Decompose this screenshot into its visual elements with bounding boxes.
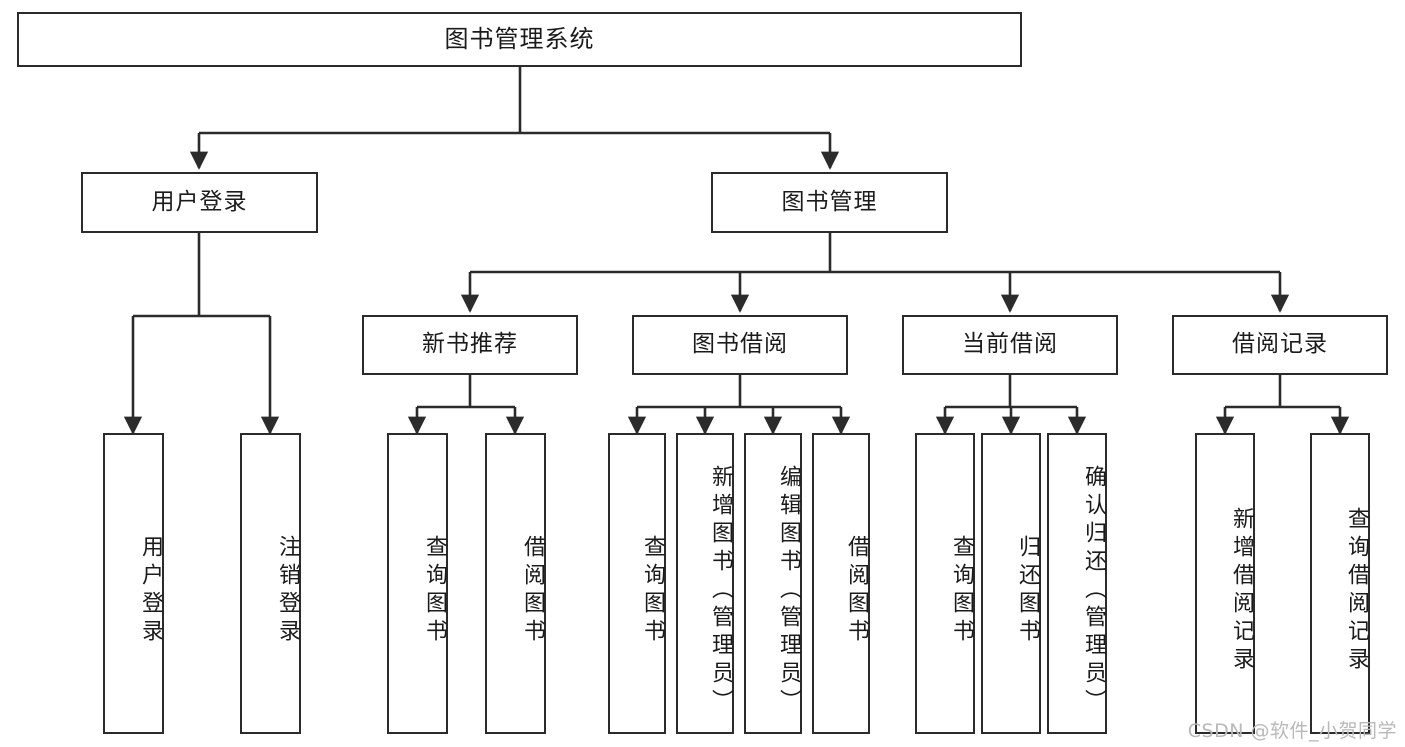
node-label: 注销登录 xyxy=(275,534,300,647)
node-label: 查询图书 xyxy=(640,534,665,647)
node-current-borrow[interactable]: 当前借阅 xyxy=(902,315,1118,375)
leaf-borrow-add-book-admin[interactable]: 新增图书（管理员） xyxy=(676,433,734,734)
node-root-book-management-system[interactable]: 图书管理系统 xyxy=(17,12,1022,67)
node-label: 用户登录 xyxy=(151,188,248,215)
leaf-current-return-book[interactable]: 归还图书 xyxy=(981,433,1041,734)
leaf-current-confirm-return-admin[interactable]: 确认归还（管理员） xyxy=(1047,433,1107,734)
node-label: 新书推荐 xyxy=(422,331,518,358)
node-label: 图书管理 xyxy=(781,188,878,215)
node-new-book-recommend[interactable]: 新书推荐 xyxy=(362,315,578,375)
leaf-user-login-logout[interactable]: 注销登录 xyxy=(240,433,301,734)
node-label: 图书借阅 xyxy=(692,331,788,358)
node-label: 图书管理系统 xyxy=(444,25,595,54)
node-label: 查询图书 xyxy=(422,534,447,647)
node-borrow-records[interactable]: 借阅记录 xyxy=(1172,315,1388,375)
node-label: 当前借阅 xyxy=(962,331,1058,358)
leaf-records-query-record[interactable]: 查询借阅记录 xyxy=(1310,433,1370,734)
node-label: 编辑图书（管理员） xyxy=(776,464,801,717)
node-label: 查询图书 xyxy=(949,534,974,647)
node-label: 借阅记录 xyxy=(1232,331,1328,358)
leaf-new-book-query[interactable]: 查询图书 xyxy=(387,433,448,734)
node-label: 新增借阅记录 xyxy=(1229,506,1254,675)
leaf-new-book-borrow[interactable]: 借阅图书 xyxy=(485,433,546,734)
leaf-borrow-query-book[interactable]: 查询图书 xyxy=(608,433,666,734)
leaf-user-login-signin[interactable]: 用户登录 xyxy=(103,433,164,734)
node-book-borrow[interactable]: 图书借阅 xyxy=(632,315,848,375)
node-user-login[interactable]: 用户登录 xyxy=(81,172,318,233)
node-label: 新增图书（管理员） xyxy=(708,464,733,717)
node-label: 归还图书 xyxy=(1015,534,1040,647)
leaf-borrow-edit-book-admin[interactable]: 编辑图书（管理员） xyxy=(744,433,802,734)
node-label: 借阅图书 xyxy=(844,534,869,647)
watermark-text: CSDN @软件_小贺同学 xyxy=(1187,720,1397,742)
node-book-management[interactable]: 图书管理 xyxy=(711,172,948,233)
node-label: 确认归还（管理员） xyxy=(1081,464,1106,717)
leaf-borrow-borrow-book[interactable]: 借阅图书 xyxy=(812,433,870,734)
node-label: 借阅图书 xyxy=(520,534,545,647)
node-label: 用户登录 xyxy=(138,534,163,647)
leaf-records-add-record[interactable]: 新增借阅记录 xyxy=(1195,433,1255,734)
leaf-current-query-book[interactable]: 查询图书 xyxy=(915,433,975,734)
node-label: 查询借阅记录 xyxy=(1344,506,1369,675)
